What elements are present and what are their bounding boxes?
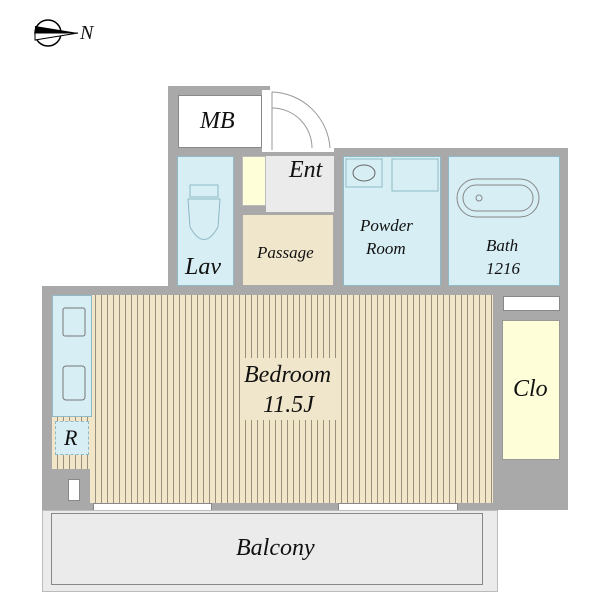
stove-sink-icon <box>62 307 86 401</box>
r-label: R <box>64 425 78 450</box>
bath-label-1: Bath <box>486 236 519 255</box>
north-arrow-icon <box>34 19 79 47</box>
bedroom-size: 11.5J <box>263 392 314 418</box>
door-swing-icon <box>271 91 331 150</box>
bedroom-label-box <box>240 358 340 420</box>
compass-label: N <box>80 22 94 44</box>
lav-label: Lav <box>185 254 221 280</box>
powder-room-label-2: Room <box>366 239 406 258</box>
ent-label: Ent <box>289 157 323 183</box>
room-clo <box>502 320 560 460</box>
room-passage <box>242 214 334 286</box>
room-mb <box>178 95 262 148</box>
upper-right-window <box>503 296 560 311</box>
entry-door[interactable] <box>262 90 334 152</box>
room-bath <box>448 156 560 286</box>
kitchen <box>52 295 92 417</box>
bath-label-2: 1216 <box>486 259 520 278</box>
room-ent <box>266 156 334 212</box>
room-powder <box>343 156 441 286</box>
balcony-inner <box>51 513 483 585</box>
mb-label: MB <box>200 108 235 134</box>
balcony <box>42 510 498 592</box>
passage-label: Passage <box>257 243 314 262</box>
balcony-label: Balcony <box>236 535 315 561</box>
shoe-cabinet <box>242 156 266 206</box>
bedroom-label: Bedroom <box>244 362 332 388</box>
bathtub-icon <box>456 178 540 218</box>
powder-room-label-1: Powder <box>360 216 413 235</box>
room-lav <box>177 156 234 286</box>
small-window <box>68 479 80 501</box>
compass: N <box>30 18 110 48</box>
clo-label: Clo <box>513 376 548 402</box>
toilet-icon <box>187 184 221 240</box>
sink-washer-icon <box>345 158 439 192</box>
fridge-space <box>55 421 89 455</box>
